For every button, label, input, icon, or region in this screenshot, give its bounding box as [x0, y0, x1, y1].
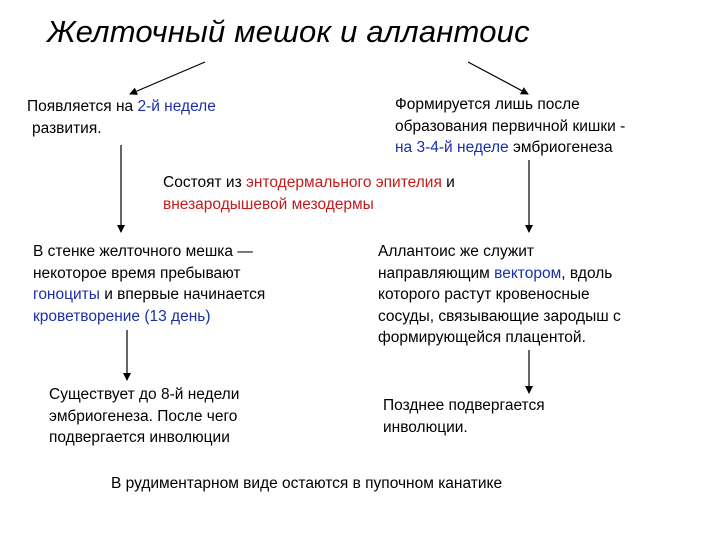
highlight-week-3-4: на 3-4-й неделе [395, 139, 509, 156]
highlight-mesoderm: внезародышевой мезодермы [163, 195, 374, 213]
highlight-week-2: 2-й неделе [137, 98, 216, 115]
highlight-endoderm: энтодермального эпителия [245, 174, 442, 191]
arrow-title-to-left [129, 61, 206, 95]
page-title: Желточный мешок и аллантоис [47, 14, 530, 49]
left-bottom-text: Существует до 8-й недели эмбриогенеза. П… [49, 386, 240, 446]
right-mid-text: Аллантоис же служит направляющим векторо… [378, 243, 621, 346]
left-top-text: Появляется на 2-й неделе развития. [27, 98, 216, 137]
arrow-title-to-right [467, 61, 529, 95]
right-bottom-text: Позднее подвергается инволюции. [383, 397, 545, 436]
center-text: Состоят из энтодермального эпителия и вн… [163, 172, 455, 215]
highlight-gonocytes: гоноциты [33, 286, 100, 303]
left-mid-text: В стенке желточного мешка — некоторое вр… [33, 241, 265, 327]
right-top-text: Формируется лишь после образования перви… [395, 96, 626, 156]
footer-text: В рудиментарном виде остаются в пупочном… [111, 475, 503, 492]
highlight-vector: вектором [494, 264, 562, 282]
highlight-hematopoiesis: кроветворение (13 день) [33, 307, 211, 325]
